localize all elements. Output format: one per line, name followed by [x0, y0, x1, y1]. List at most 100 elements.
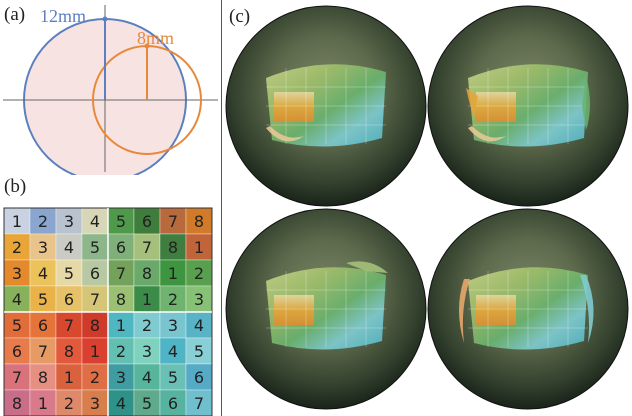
grid-cell-number: 7: [168, 212, 178, 231]
grid-cell-number: 7: [12, 368, 22, 387]
grid-cell-number: 4: [116, 394, 126, 413]
grid-cell-number: 5: [12, 316, 22, 335]
diagram-a: 12mm 8mm: [3, 5, 218, 175]
grid-cell: [3, 285, 31, 313]
grid-cell: [185, 389, 213, 416]
grid-cell-number: 2: [90, 368, 100, 387]
grid-cell-number: 1: [64, 368, 74, 387]
projected-patch: [266, 267, 386, 350]
grid-cell-number: 3: [194, 290, 204, 309]
grid-cell-number: 4: [168, 342, 178, 361]
projected-patch-warm: [274, 92, 314, 122]
crescent: [466, 88, 478, 118]
grid-cell-number: 1: [90, 342, 100, 361]
projected-patch-warm: [476, 295, 516, 325]
panel-label-b: (b): [4, 176, 27, 197]
grid-cell-number: 4: [64, 238, 74, 257]
projected-patch: [266, 64, 386, 147]
grid-cell: [133, 259, 161, 287]
grid-cell: [55, 285, 83, 313]
crescent: [266, 126, 304, 142]
grid-cell-number: 5: [194, 342, 204, 361]
grid-cell-number: 5: [90, 238, 100, 257]
grid-cell-number: 8: [168, 238, 178, 257]
grid-cell-number: 8: [38, 368, 48, 387]
grid-cell-number: 8: [142, 264, 152, 283]
grid-cell: [55, 337, 83, 365]
projected-patch: [468, 64, 588, 147]
grid-cell-number: 4: [90, 212, 100, 231]
grid-cell-number: 6: [64, 290, 74, 309]
panel-label-a: (a): [4, 4, 26, 25]
grid-cell-number: 1: [168, 264, 178, 283]
grid-cell-number: 3: [38, 238, 48, 257]
grid-cell-number: 8: [116, 290, 126, 309]
grid-cell-number: 5: [38, 290, 48, 309]
grid-cell-number: 2: [168, 290, 178, 309]
grid-cell: [107, 259, 135, 287]
grid-cell-number: 7: [64, 316, 74, 335]
grid-cell-number: 5: [64, 264, 74, 283]
grid-cell-number: 5: [168, 368, 178, 387]
grid-cell: [55, 389, 83, 416]
crescent: [582, 76, 590, 130]
grid-cell-number: 6: [12, 342, 22, 361]
vertical-divider: [221, 0, 222, 416]
grid-cell-number: 2: [194, 264, 204, 283]
grid-cell: [3, 337, 31, 365]
grid-cell: [3, 389, 31, 416]
grid-cell: [107, 285, 135, 313]
grid-cell: [133, 363, 161, 391]
grid-cell: [3, 233, 31, 261]
grid-cell-number: 3: [142, 342, 152, 361]
big-circle-label: 12mm: [40, 6, 86, 26]
big-radius-dot: [102, 16, 108, 22]
grid-cell-number: 4: [38, 264, 48, 283]
grid-cell: [81, 233, 109, 261]
grid-cell-number: 1: [142, 290, 152, 309]
grid-cell-number: 7: [142, 238, 152, 257]
small-radius-dot: [144, 43, 150, 49]
grid-cell: [29, 389, 57, 416]
grid-cell: [55, 363, 83, 391]
grid-cell-number: 1: [116, 316, 126, 335]
grid-cell-number: 2: [38, 212, 48, 231]
grid-cell: [159, 337, 187, 365]
grid-cell: [133, 285, 161, 313]
grid-cell-number: 6: [168, 394, 178, 413]
grid-cell-number: 7: [194, 394, 204, 413]
grid-cell-number: 7: [116, 264, 126, 283]
grid-cell: [81, 363, 109, 391]
grid-cell-number: 2: [64, 394, 74, 413]
grid-cell-number: 6: [194, 368, 204, 387]
grid-cell: [159, 285, 187, 313]
grid-cell: [159, 311, 187, 339]
projected-patch: [468, 267, 588, 350]
grid-cell-number: 2: [12, 238, 22, 257]
grid-cell-number: 7: [90, 290, 100, 309]
crescent: [468, 126, 506, 142]
grid-cell-number: 1: [38, 394, 48, 413]
panel-label-c: (c): [229, 6, 251, 27]
grid-cell-number: 3: [116, 368, 126, 387]
grid-cell-number: 2: [142, 316, 152, 335]
grid-cell-number: 5: [142, 394, 152, 413]
grid-cell-number: 6: [90, 264, 100, 283]
grid-cell-number: 8: [12, 394, 22, 413]
grid-cell-number: 6: [38, 316, 48, 335]
crescent: [580, 275, 594, 343]
grid-cell-number: 2: [116, 342, 126, 361]
crescent: [346, 261, 388, 273]
grid-cell-number: 5: [116, 212, 126, 231]
grid-cell-number: 4: [194, 316, 204, 335]
grid-cell-number: 8: [194, 212, 204, 231]
grid-cell-number: 1: [12, 212, 22, 231]
projected-patch-warm: [476, 92, 516, 122]
grid-cell: [133, 389, 161, 416]
grid-cell-number: 7: [38, 342, 48, 361]
grid-cell: [81, 337, 109, 365]
grid-cell-number: 3: [12, 264, 22, 283]
grid-cell: [159, 363, 187, 391]
small-circle-label: 8mm: [137, 28, 174, 48]
